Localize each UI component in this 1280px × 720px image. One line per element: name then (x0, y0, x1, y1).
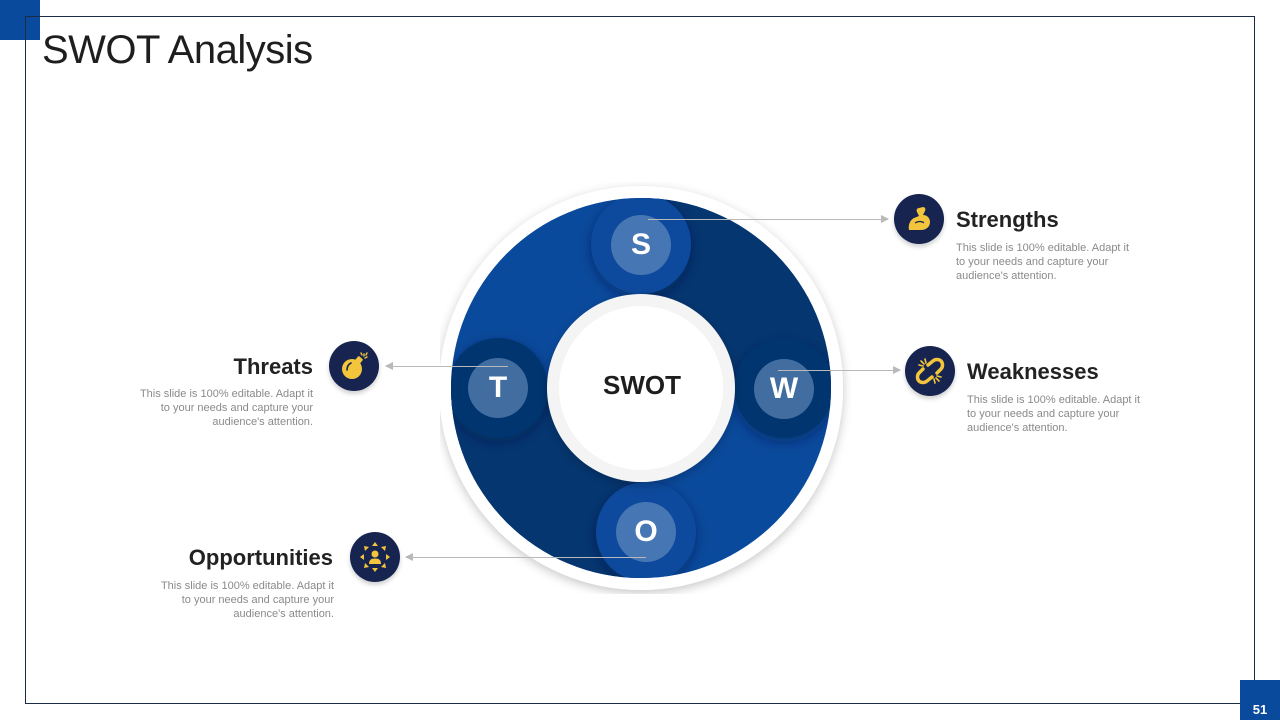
connector-weaknesses-arrow (778, 366, 901, 374)
page-number: 51 (1240, 680, 1280, 720)
strengths-title: Strengths (956, 207, 1059, 232)
connector-opportunities-arrow (405, 553, 646, 561)
weaknesses-title: Weaknesses (967, 359, 1099, 384)
weaknesses-description: This slide is 100% editable. Adapt it to… (967, 394, 1141, 434)
threats-icon-badge (329, 341, 379, 391)
letter-s-bubble: S (611, 215, 671, 275)
threats-title: Threats (233, 354, 313, 379)
slide-title: SWOT Analysis (42, 28, 313, 72)
letter-o-bubble: O (616, 502, 676, 562)
opportunities-title: Opportunities (188, 545, 333, 570)
connector-threats-arrow (385, 362, 508, 370)
strengths-description: This slide is 100% editable. Adapt it to… (956, 242, 1130, 282)
corner-accent-top-left (0, 0, 40, 40)
letter-w-bubble: W (754, 359, 814, 419)
weaknesses-icon-badge (905, 346, 955, 396)
bomb-icon (342, 352, 368, 379)
broken-link-icon (915, 357, 945, 385)
threats-description: This slide is 100% editable. Adapt it to… (139, 388, 313, 428)
letter-t-bubble: T (468, 358, 528, 418)
slide-frame (25, 16, 1255, 704)
swot-center-label: SWOT (603, 370, 681, 400)
strengths-icon-badge (894, 194, 944, 244)
opportunities-description: This slide is 100% editable. Adapt it to… (160, 580, 334, 620)
flexed-arm-icon (908, 207, 930, 230)
connector-strengths-arrow (648, 215, 889, 223)
person-arrows-outward-icon (360, 542, 390, 572)
opportunities-icon-badge (350, 532, 400, 582)
